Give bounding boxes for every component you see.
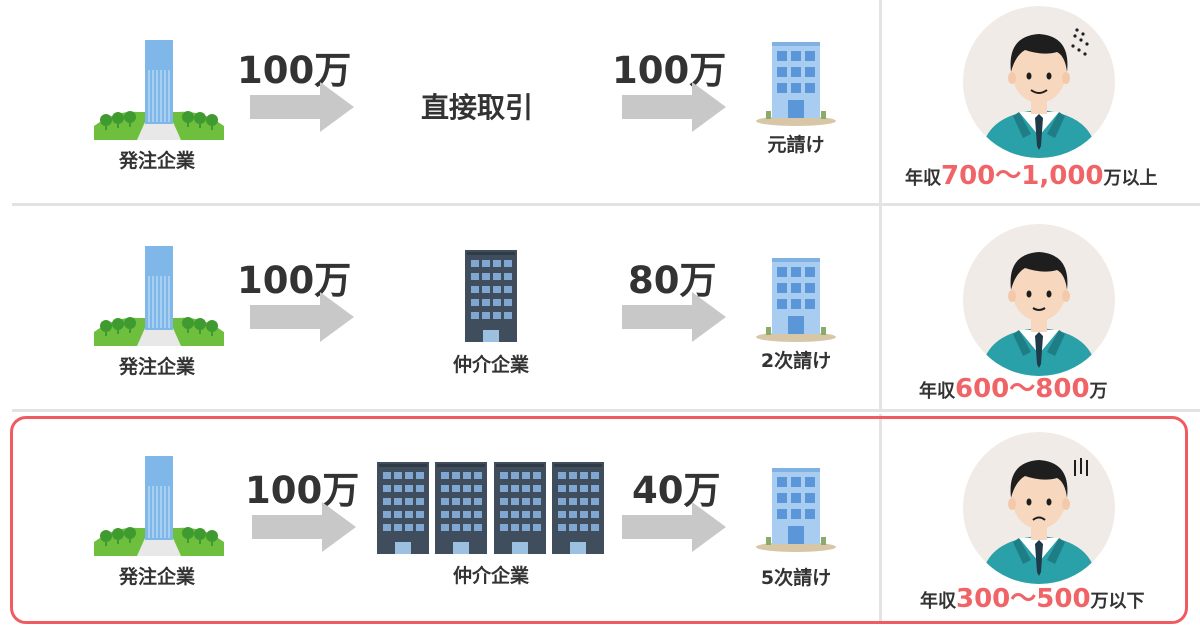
income-column-divider — [879, 206, 882, 409]
broker-building-icon — [435, 462, 487, 554]
arrow-right-icon — [252, 502, 356, 552]
client-label: 発注企業 — [118, 566, 195, 588]
contractor-label: 元請け — [767, 134, 825, 156]
income-suffix: 万 — [1089, 381, 1108, 402]
contractor-building-icon — [756, 42, 836, 126]
broker-label: 仲介企業 — [452, 354, 529, 376]
income-column-divider — [879, 0, 882, 203]
broker-building-icon — [494, 462, 546, 554]
contractor-label: 2次請け — [760, 350, 832, 372]
income-prefix: 年収 — [905, 168, 941, 189]
broker-building-icon — [552, 462, 604, 554]
second-amount: 80万 — [628, 259, 717, 302]
client-tower-icon — [94, 246, 224, 346]
contractor-building-icon — [756, 258, 836, 342]
arrow-right-icon — [622, 292, 726, 342]
broker-label: 仲介企業 — [452, 565, 529, 587]
direct-trade-text: 直接取引 — [421, 91, 534, 124]
arrow-right-icon — [622, 502, 726, 552]
income-value: 700〜1,000 — [941, 161, 1104, 191]
person-avatar-sweat — [963, 6, 1115, 158]
income-column-divider — [879, 414, 882, 624]
highlight-frame — [10, 416, 1188, 624]
income-range: 年収300〜500万以下 — [920, 578, 1145, 615]
row-divider — [12, 203, 1200, 206]
income-range: 年収700〜1,000万以上 — [905, 155, 1158, 192]
client-label: 発注企業 — [118, 356, 195, 378]
person-icon — [981, 252, 1097, 376]
person-avatar-neutral — [963, 224, 1115, 376]
person-avatar-worried — [963, 432, 1115, 584]
income-value: 300〜500 — [956, 584, 1091, 614]
first-amount: 100万 — [245, 469, 360, 512]
client-label: 発注企業 — [118, 150, 195, 172]
client-tower-icon — [94, 456, 224, 556]
income-value: 600〜800 — [955, 374, 1090, 404]
first-amount: 100万 — [237, 49, 352, 92]
broker-building-icon — [377, 462, 429, 554]
income-suffix: 万以下 — [1090, 591, 1145, 612]
income-range: 年収600〜800万 — [919, 368, 1108, 405]
income-prefix: 年収 — [919, 381, 955, 402]
arrow-right-icon — [622, 82, 726, 132]
first-amount: 100万 — [237, 259, 352, 302]
arrow-right-icon — [250, 82, 354, 132]
contractor-building-icon — [756, 468, 836, 552]
broker-building-icon — [465, 250, 517, 342]
arrow-right-icon — [250, 292, 354, 342]
person-icon — [981, 28, 1097, 158]
income-suffix: 万以上 — [1103, 168, 1158, 189]
client-tower-icon — [94, 40, 224, 140]
person-icon — [981, 458, 1097, 584]
row-divider — [12, 409, 1200, 412]
second-amount: 100万 — [612, 49, 727, 92]
income-prefix: 年収 — [920, 591, 956, 612]
second-amount: 40万 — [632, 469, 721, 512]
contractor-label: 5次請け — [760, 567, 832, 589]
